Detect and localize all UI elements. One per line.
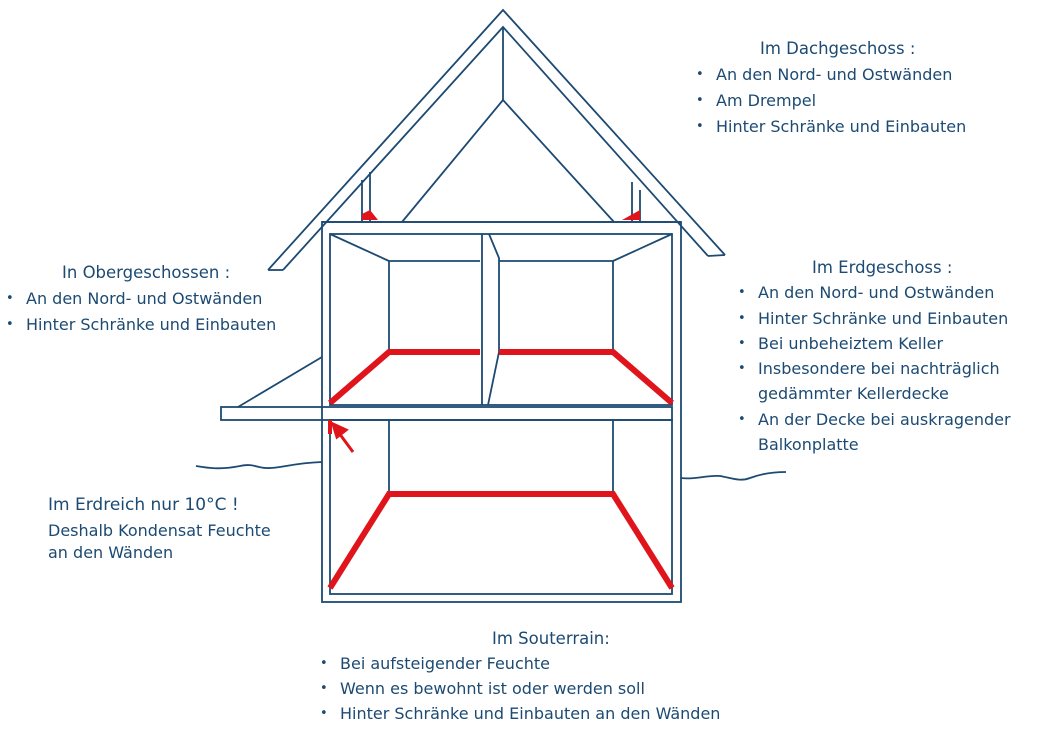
list-item: Hinter Schränke und Einbauten bbox=[694, 114, 966, 140]
upper-floor-room bbox=[329, 233, 673, 406]
attic-inner-triangle bbox=[401, 98, 615, 223]
list-item: Bei unbeheiztem Keller bbox=[736, 331, 1011, 357]
list-item-continuation: gedämmter Kellerdecke bbox=[758, 384, 949, 404]
roof-outer bbox=[267, 8, 726, 271]
basement-room bbox=[329, 419, 673, 595]
moisture-basement bbox=[327, 491, 675, 590]
erdreich-info: Im Erdreich nur 10°C ! Deshalb Kondensat… bbox=[48, 492, 271, 564]
obergeschoss-info: In Obergeschossen : An den Nord- und Ost… bbox=[4, 260, 276, 338]
list-item: Wenn es bewohnt ist oder werden soll bbox=[318, 676, 720, 701]
moisture-zones bbox=[327, 349, 675, 590]
list-item: Hinter Schränke und Einbauten bbox=[4, 312, 276, 338]
moisture-drempel bbox=[328, 210, 640, 434]
souterrain-info: Im Souterrain: Bei aufsteigender Feuchte… bbox=[318, 626, 720, 726]
list-item: Bei aufsteigender Feuchte bbox=[318, 651, 720, 676]
erdreich-text-line: an den Wänden bbox=[48, 543, 174, 562]
erdgeschoss-list: An den Nord- und Ostwänden Hinter Schrän… bbox=[736, 280, 1011, 457]
moisture-drempel-right bbox=[622, 210, 640, 220]
erdgeschoss-heading: Im Erdgeschoss : bbox=[812, 258, 953, 277]
list-item: Am Drempel bbox=[694, 88, 966, 114]
erdgeschoss-info: Im Erdgeschoss : An den Nord- und Ostwän… bbox=[736, 255, 1011, 457]
house-outline bbox=[195, 8, 787, 603]
list-item: Insbesondere bei nachträglich gedämmter … bbox=[736, 356, 1011, 407]
souterrain-list: Bei aufsteigender Feuchte Wenn es bewohn… bbox=[318, 651, 720, 726]
souterrain-heading: Im Souterrain: bbox=[492, 629, 610, 648]
balcony-slab bbox=[220, 406, 673, 421]
moisture-upper-left bbox=[328, 349, 480, 406]
moisture-slab-corner bbox=[328, 420, 332, 434]
list-item: An den Nord- und Ostwänden bbox=[694, 62, 966, 88]
erdreich-heading: Im Erdreich nur 10°C ! bbox=[48, 495, 239, 515]
erdreich-text-line: Deshalb Kondensat Feuchte bbox=[48, 521, 271, 540]
upper-floor-partition bbox=[487, 233, 500, 406]
dachgeschoss-info: Im Dachgeschoss : An den Nord- und Ostwä… bbox=[694, 36, 966, 140]
moisture-upper-right bbox=[499, 349, 674, 406]
arrow-to-slab bbox=[330, 421, 355, 453]
moisture-drempel-left bbox=[362, 210, 378, 220]
list-item: Hinter Schränke und Einbauten an den Wän… bbox=[318, 701, 720, 726]
obergeschoss-list: An den Nord- und Ostwänden Hinter Schrän… bbox=[4, 286, 276, 338]
house-outer-wall bbox=[321, 221, 682, 603]
list-item: An den Nord- und Ostwänden bbox=[736, 280, 1011, 306]
list-item: An der Decke bei auskragender Balkonplat… bbox=[736, 407, 1011, 458]
ground-line-right bbox=[680, 471, 787, 481]
obergeschoss-heading: In Obergeschossen : bbox=[62, 263, 231, 282]
dachgeschoss-heading: Im Dachgeschoss : bbox=[760, 39, 916, 58]
dachgeschoss-list: An den Nord- und Ostwänden Am Drempel Hi… bbox=[694, 62, 966, 140]
list-item-continuation: Balkonplatte bbox=[758, 435, 859, 455]
ground-line-left bbox=[195, 461, 323, 470]
list-item: Hinter Schränke und Einbauten bbox=[736, 306, 1011, 332]
list-item: An den Nord- und Ostwänden bbox=[4, 286, 276, 312]
